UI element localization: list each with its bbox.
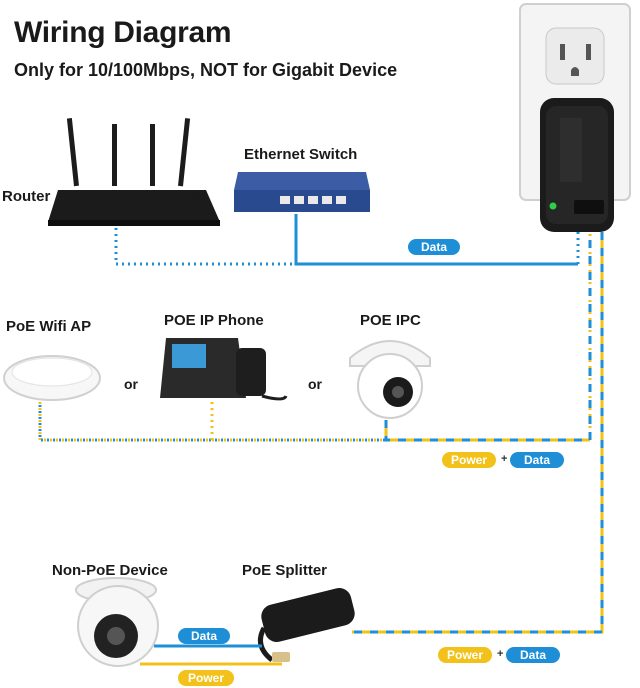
poe-ipc-label: POE IPC xyxy=(360,312,421,329)
power-label-mid: Power xyxy=(442,452,496,468)
data-label-splitter: Data xyxy=(178,628,230,644)
page-subtitle: Only for 10/100Mbps, NOT for Gigabit Dev… xyxy=(14,60,398,80)
poe-wifi-ap-label: PoE Wifi AP xyxy=(6,318,92,335)
poe-ip-phone-image xyxy=(160,338,288,401)
page-title: Wiring Diagram xyxy=(14,16,232,49)
poe-wifi-ap-image xyxy=(3,355,101,401)
plus-sign-bottom: + xyxy=(497,648,504,660)
ethernet-switch-label: Ethernet Switch xyxy=(244,146,358,163)
power-label-splitter: Power xyxy=(178,670,234,686)
poe-wire-mid xyxy=(38,232,592,442)
poe-wire-bottom xyxy=(352,232,604,634)
data-label-mid: Data xyxy=(510,452,564,468)
router-image xyxy=(48,118,220,226)
non-poe-device-label: Non-PoE Device xyxy=(52,562,168,579)
data-label-top: Data xyxy=(408,239,460,255)
splitter-output-wires xyxy=(140,644,282,666)
data-wire-top xyxy=(114,214,580,266)
or-connector: or xyxy=(193,186,207,202)
router-label: Router xyxy=(2,188,51,205)
non-poe-device-image xyxy=(75,577,159,667)
poe-injector xyxy=(540,98,614,232)
poe-ip-phone-label: POE IP Phone xyxy=(164,312,264,329)
or-connector: or xyxy=(124,376,138,392)
poe-ipc-image xyxy=(349,340,431,419)
ethernet-switch-image xyxy=(234,172,370,212)
plus-sign-mid: + xyxy=(501,453,508,465)
poe-splitter-image xyxy=(257,587,355,662)
power-label-bottom: Power xyxy=(438,647,492,663)
data-label-bottom: Data xyxy=(506,647,560,663)
poe-splitter-label: PoE Splitter xyxy=(242,562,328,579)
or-connector: or xyxy=(308,376,322,392)
